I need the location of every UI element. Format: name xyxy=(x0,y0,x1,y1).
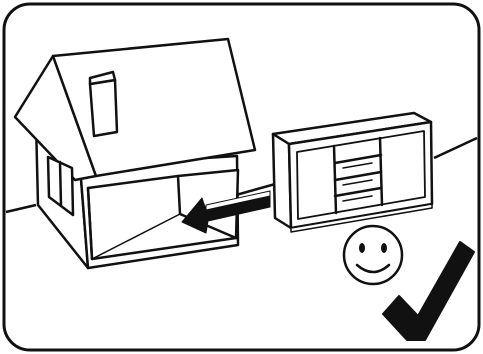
instruction-illustration xyxy=(0,0,483,354)
illustration-canvas xyxy=(0,0,483,354)
